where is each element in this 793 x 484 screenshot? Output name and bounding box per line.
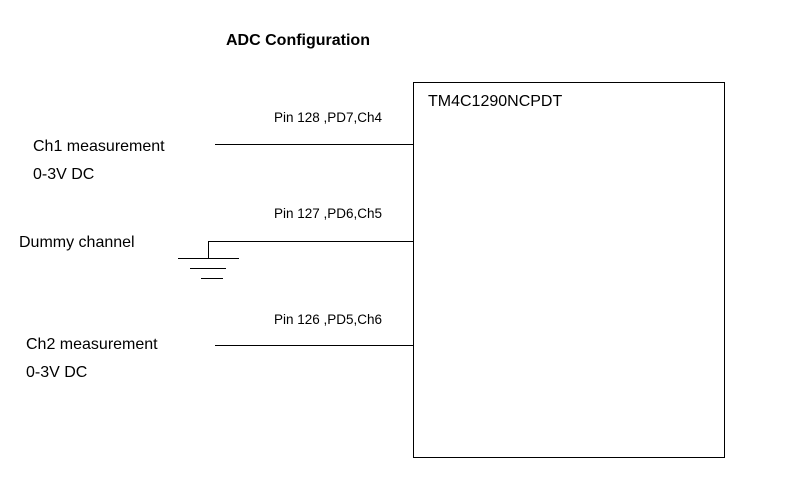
dummy-channel-label: Dummy channel (19, 234, 135, 251)
pin-label-128: Pin 128 ,PD7,Ch4 (274, 110, 383, 125)
ground-symbol-icon (178, 241, 239, 279)
ch2-measurement-label: Ch2 measurement (26, 336, 158, 353)
pin-label-126: Pin 126 ,PD5,Ch6 (274, 312, 383, 327)
pin-label-127: Pin 127 ,PD6,Ch5 (274, 206, 383, 221)
chip-label: TM4C1290NCPDT (428, 93, 563, 110)
diagram-title: ADC Configuration (226, 32, 370, 49)
ch2-range-label: 0-3V DC (26, 364, 88, 381)
microcontroller-box (413, 82, 725, 458)
ch1-measurement-label: Ch1 measurement (33, 138, 165, 155)
ch1-range-label: 0-3V DC (33, 166, 95, 183)
